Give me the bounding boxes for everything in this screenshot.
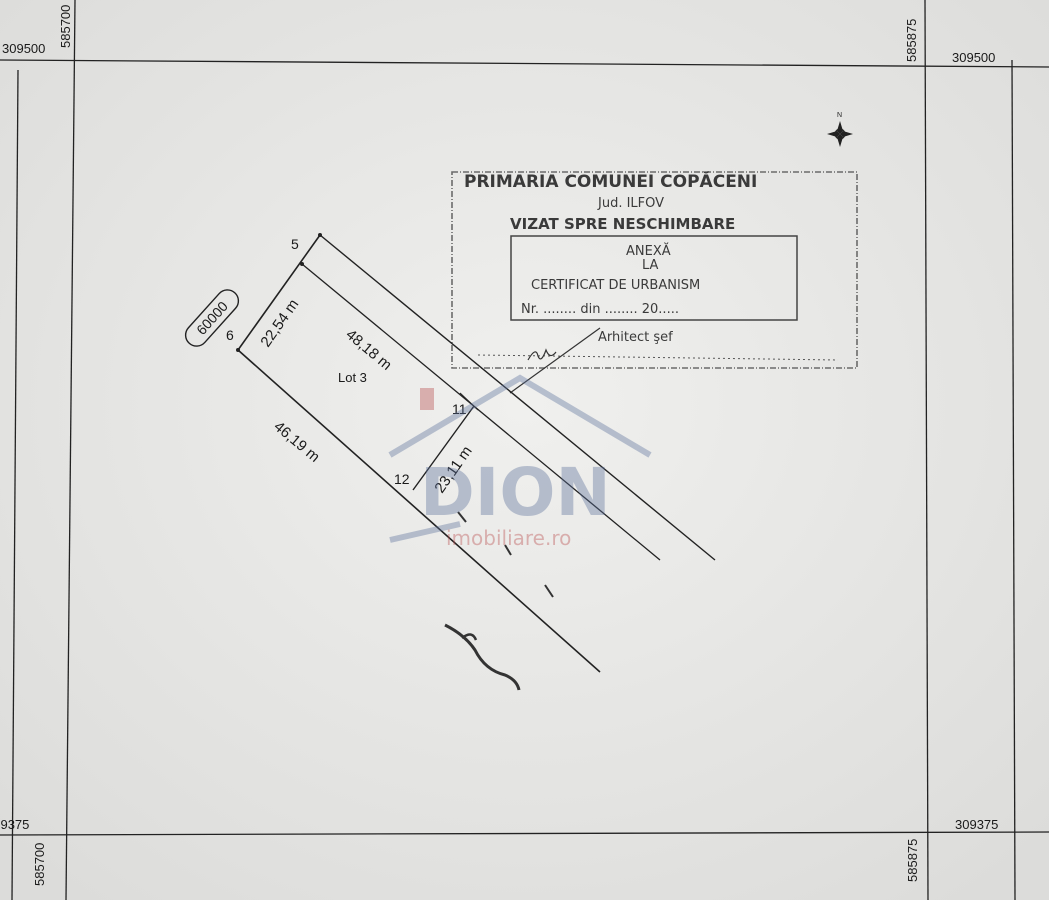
stamp-to: LA xyxy=(642,258,659,273)
coord-bottom-right-x: 585875 xyxy=(905,839,920,882)
watermark-site: imobiliare.ro xyxy=(446,526,571,550)
urbanism-stamp: PRIMARIA COMUNEI COPĂCENI Jud. ILFOV VIZ… xyxy=(451,170,858,394)
lot-label: Lot 3 xyxy=(338,370,367,385)
point-6: 6 xyxy=(226,327,234,343)
svg-text:N: N xyxy=(837,112,842,119)
dion-watermark: DION imobiliare.ro xyxy=(388,374,652,550)
stamp-annex: ANEXĂ xyxy=(626,243,671,259)
stamp-signature xyxy=(527,348,557,361)
coord-top-right-x: 585875 xyxy=(904,19,919,62)
parcel-drawing xyxy=(237,234,716,673)
coord-top-right-y: 309500 xyxy=(952,50,995,65)
stamp-title: PRIMARIA COMUNEI COPĂCENI xyxy=(464,170,757,192)
watermark-brand: DION xyxy=(420,454,611,531)
coord-bottom-left-y: 309375 xyxy=(0,817,29,832)
coord-bottom-left-x: 585700 xyxy=(32,843,47,886)
coord-bottom-right-y: 309375 xyxy=(955,817,998,832)
watermark-chimney-icon xyxy=(420,388,434,410)
stamp-architect: Arhitect şef xyxy=(598,330,673,345)
coord-top-left-x: 585700 xyxy=(58,5,73,48)
point-5: 5 xyxy=(291,236,299,252)
north-arrow-icon: N xyxy=(827,112,853,147)
stamp-approval: VIZAT SPRE NESCHIMBARE xyxy=(510,215,735,233)
coord-top-left-y: 309500 xyxy=(2,41,45,56)
stamp-certificate: CERTIFICAT DE URBANISM xyxy=(531,278,700,293)
point-11: 11 xyxy=(452,401,467,417)
stamp-county: Jud. ILFOV xyxy=(597,196,664,211)
stamp-number-line: Nr. ........ din ........ 20..... xyxy=(521,302,679,317)
handwritten-marks xyxy=(444,511,554,691)
point-12: 12 xyxy=(394,471,410,487)
